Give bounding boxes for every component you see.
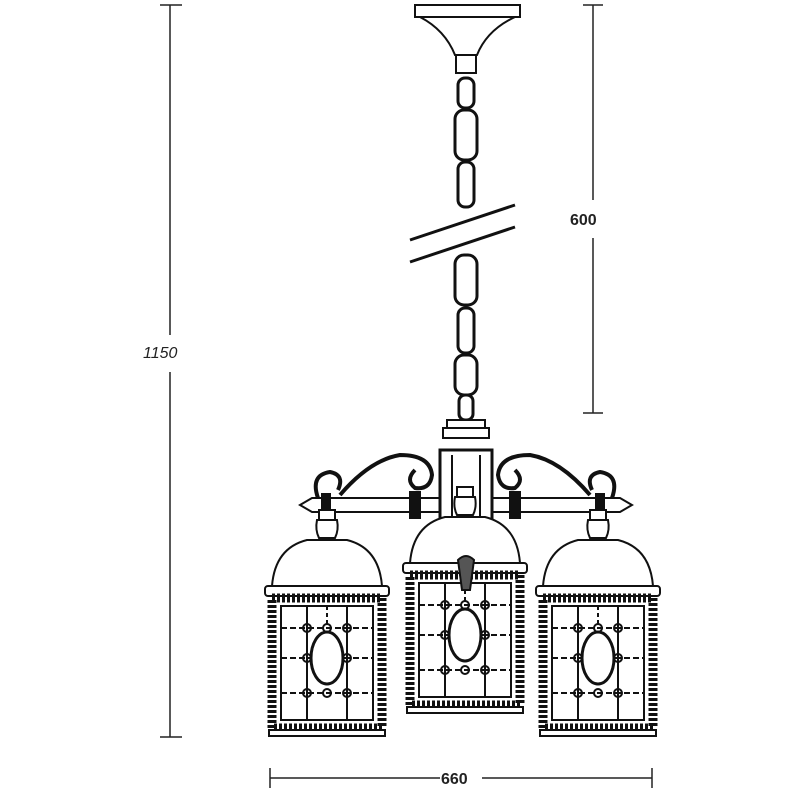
chain-length-label: 600: [570, 212, 597, 229]
width-label: 660: [441, 771, 468, 788]
break-lines: [409, 203, 516, 264]
right-lantern: [536, 510, 660, 736]
height-dimension-line: [160, 4, 182, 738]
height-label: 1150: [143, 345, 178, 362]
center-lantern: [403, 487, 527, 713]
width-dimension-line: [269, 768, 653, 788]
left-lantern: [265, 510, 389, 736]
chain: [453, 76, 479, 422]
chain-dimension-line: [583, 4, 603, 414]
ceiling-canopy: [414, 4, 521, 74]
center-finial: [456, 555, 476, 591]
